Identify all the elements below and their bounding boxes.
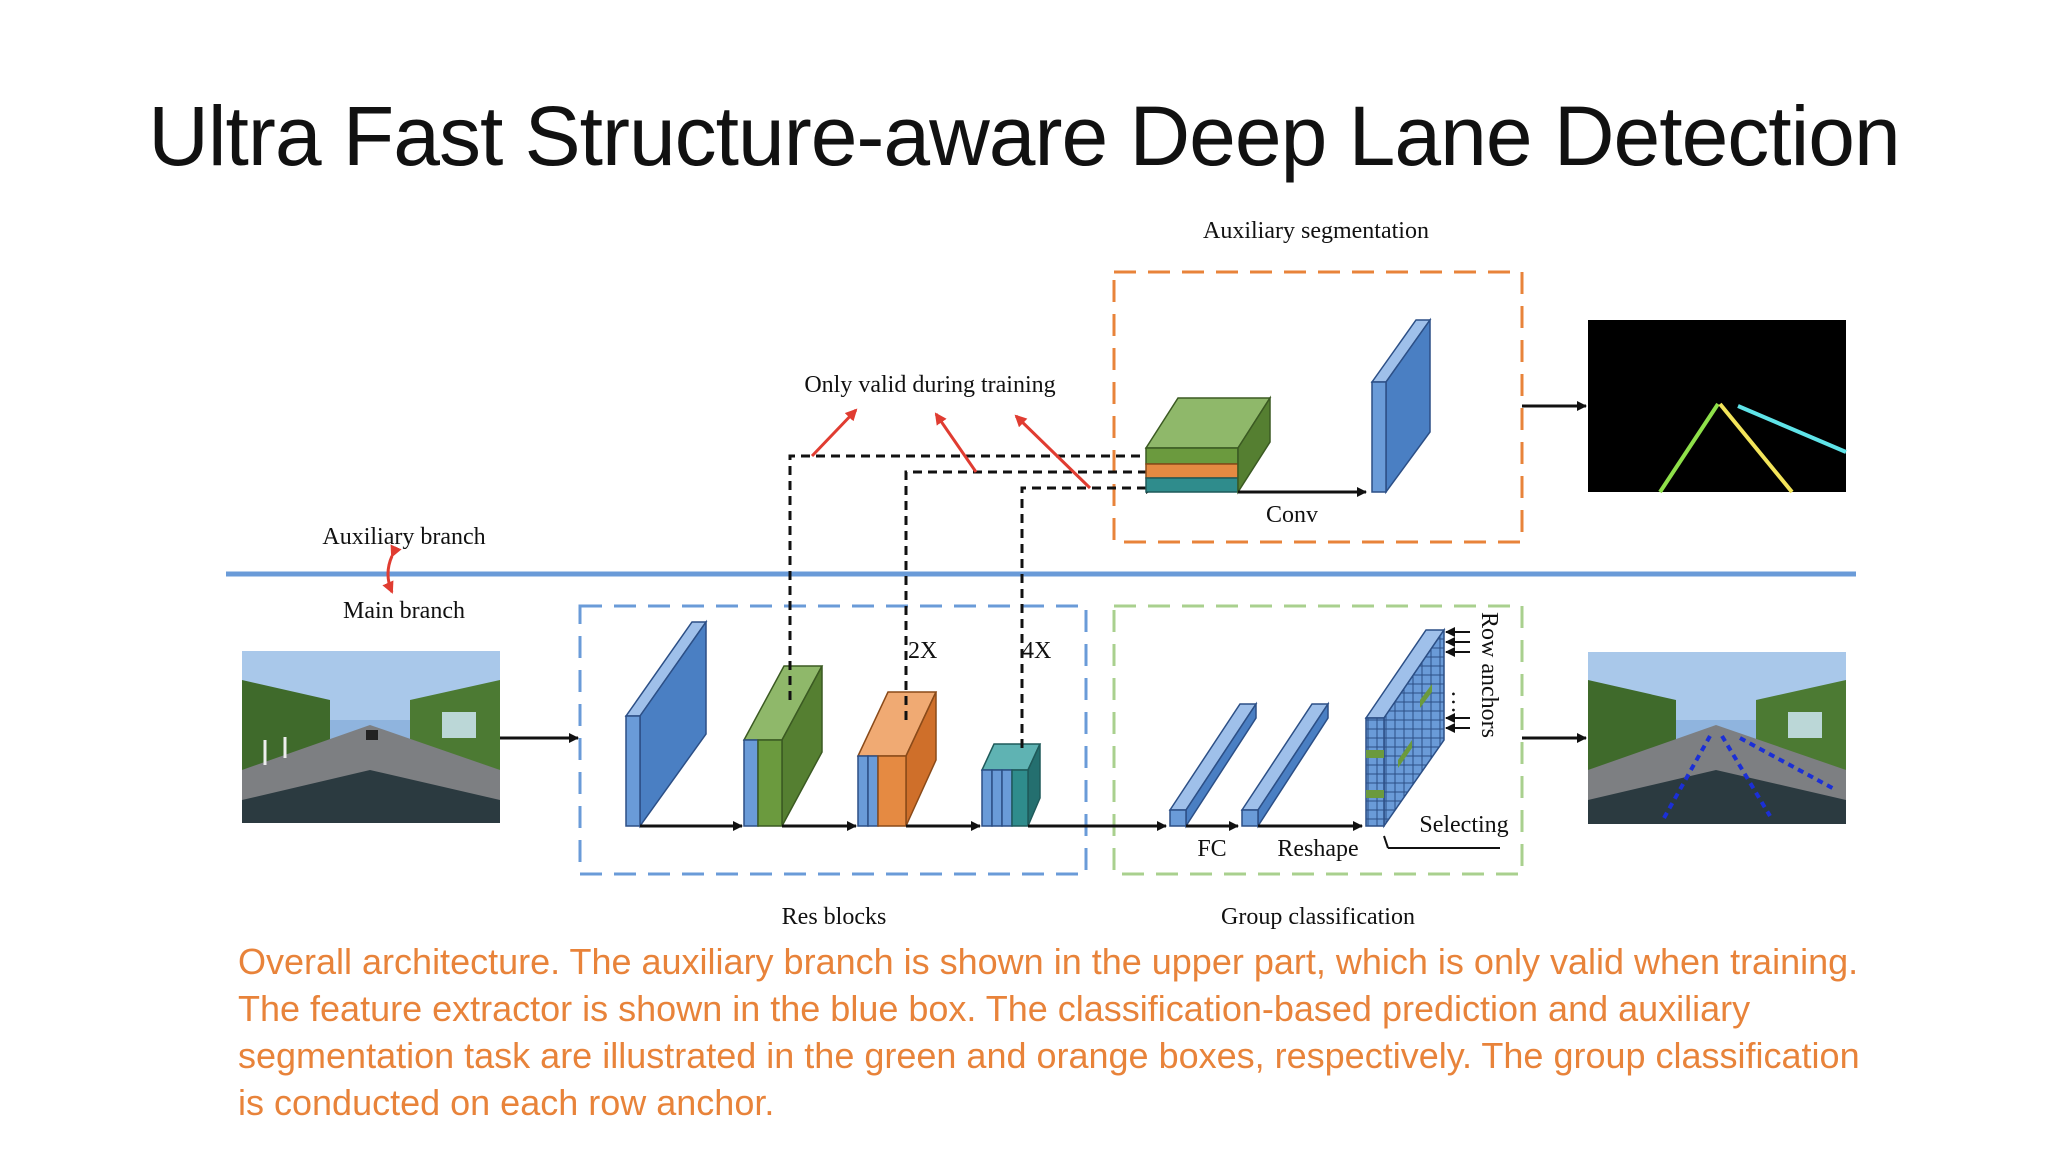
segmentation-output-image [1588, 320, 1847, 494]
training-skip-connections [788, 454, 1146, 748]
label-only-valid-training: Only valid during training [804, 372, 1055, 398]
fc-block [1168, 701, 1258, 829]
aux-output-block [1370, 317, 1432, 495]
res-block-2 [742, 665, 824, 827]
label-row-anchors: Row anchors [1476, 612, 1502, 738]
label-selecting: Selecting [1419, 812, 1508, 838]
aux-segmentation-box [1112, 270, 1524, 544]
res-blocks-box [578, 604, 1088, 876]
architecture-diagram: Auxiliary segmentation Only valid during… [226, 218, 1856, 930]
input-road-image [242, 651, 500, 823]
res-block-1 [624, 619, 708, 829]
label-auxiliary-branch: Auxiliary branch [322, 524, 485, 550]
aux-feature-stack [1144, 395, 1272, 495]
selecting-bracket [1383, 835, 1500, 849]
label-res-blocks: Res blocks [782, 904, 887, 930]
label-group-classification: Group classification [1221, 904, 1415, 930]
label-2x: 2X [908, 638, 937, 664]
res-block-3 [856, 691, 938, 827]
res-block-4 [980, 743, 1042, 827]
figure-caption: Overall architecture. The auxiliary bran… [238, 941, 1860, 1123]
page-title: Ultra Fast Structure-aware Deep Lane Det… [148, 89, 1901, 183]
label-reshape: Reshape [1277, 836, 1358, 862]
label-fc: FC [1197, 836, 1226, 862]
classification-grid [1364, 627, 1446, 829]
lane-output-image [1588, 652, 1846, 824]
red-arrow-2 [934, 412, 978, 473]
reshape-block [1240, 701, 1330, 829]
label-conv: Conv [1266, 502, 1318, 528]
row-anchor-arrows [1445, 627, 1470, 733]
red-arrow-1 [810, 408, 858, 458]
group-classification-box [1112, 604, 1524, 876]
branch-swap-arrow [382, 544, 402, 594]
red-arrow-3 [1014, 414, 1092, 490]
label-main-branch: Main branch [343, 598, 465, 624]
label-auxiliary-segmentation: Auxiliary segmentation [1203, 218, 1429, 244]
label-4x: 4X [1022, 638, 1051, 664]
label-row-anchor-ellipsis: … [1446, 690, 1472, 714]
